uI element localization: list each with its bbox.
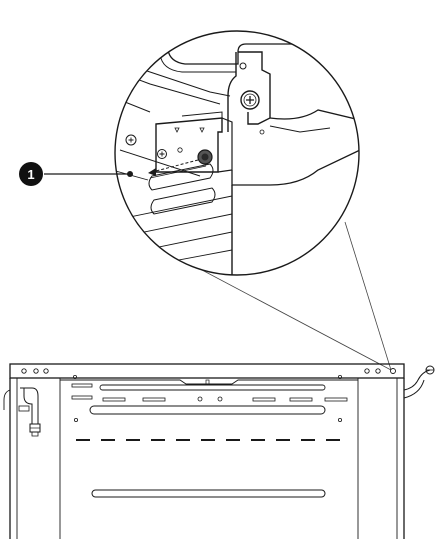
phillips-screw-icon [240,90,260,110]
zoom-content [115,31,359,275]
callout-label: 1 [27,167,34,182]
zoom-guide-line-left [167,251,392,371]
zoom-guide-line-right [344,221,392,371]
callout-leader-dot [127,171,133,177]
magnified-detail [114,30,392,371]
phillips-screw-icon [125,134,137,146]
numbered-circle-icon [19,162,43,186]
screw-head-icon [197,149,213,165]
drain-hose-icon [18,387,41,437]
top-rail [9,363,405,379]
appliance-rear [3,363,435,539]
callout-1: 1 [19,162,133,186]
phillips-screw-icon [157,149,167,159]
inlet-hose-icon [403,365,435,399]
magnifier-circle [114,30,360,276]
